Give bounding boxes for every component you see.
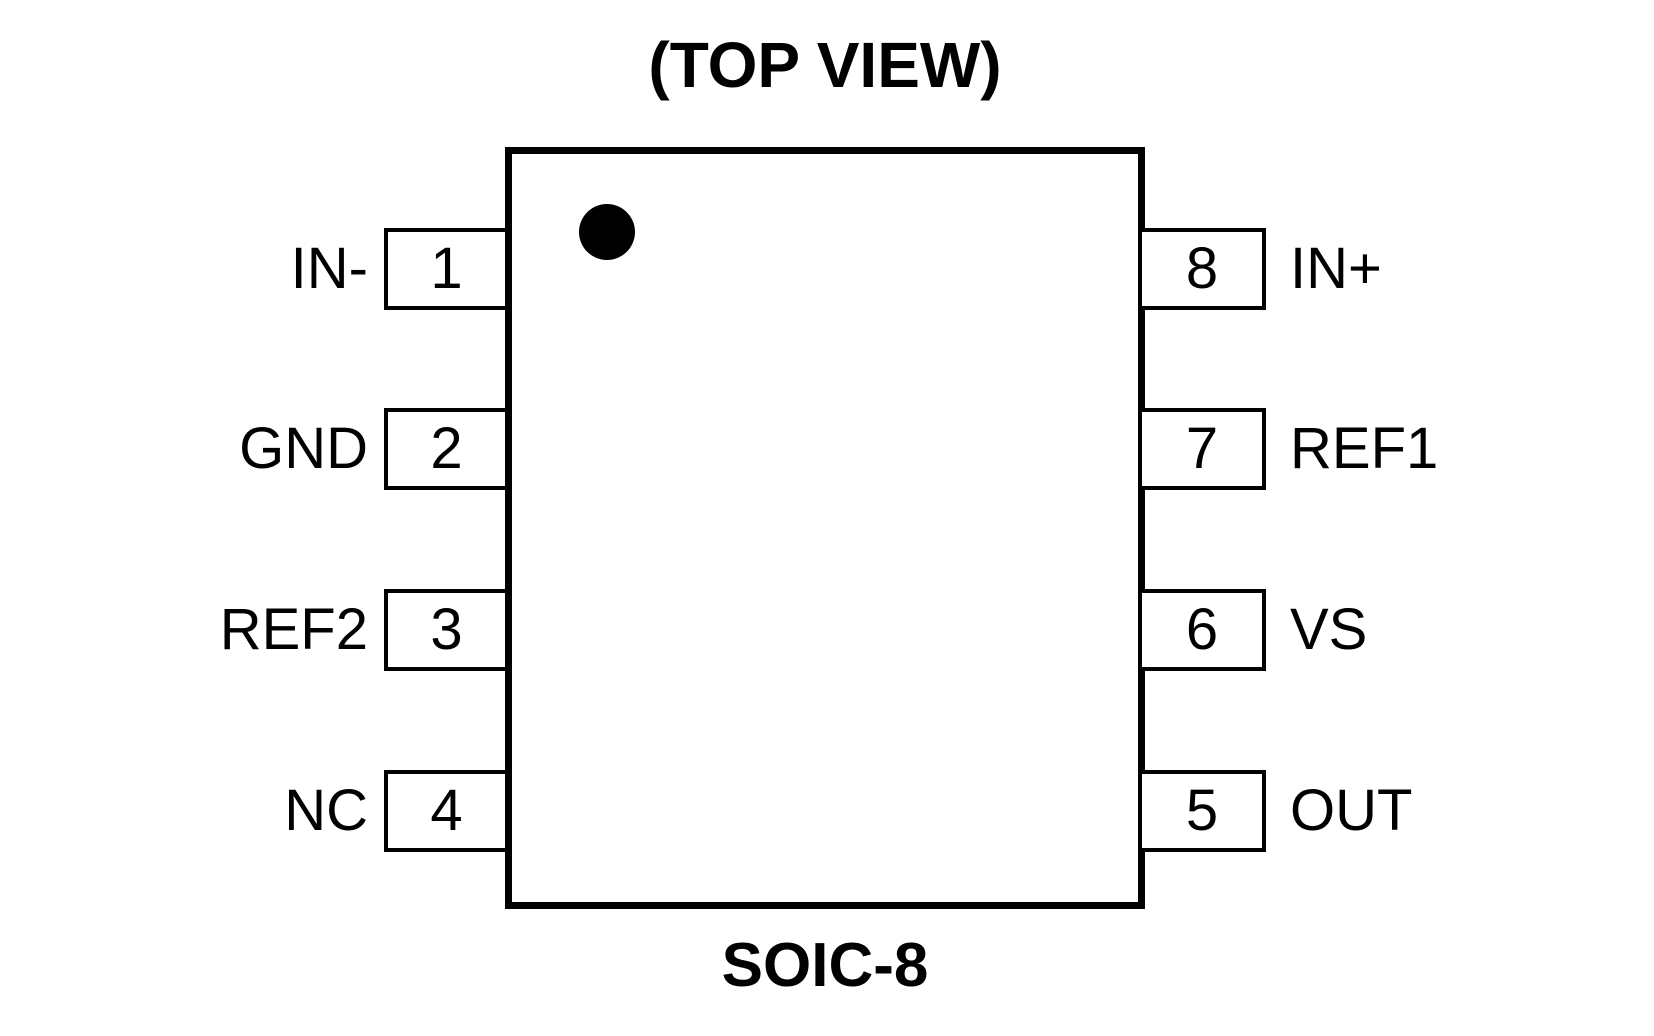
pin-6-number-box: 6 [1138, 589, 1266, 671]
pin-3-label: REF2 [219, 597, 368, 662]
pin-5-number: 5 [1185, 778, 1219, 843]
pin-8-number: 8 [1185, 236, 1219, 301]
pin-2-number: 2 [430, 416, 463, 481]
pin-8-label: IN+ [1290, 236, 1382, 301]
pin-7-number-box: 7 [1138, 408, 1266, 490]
pin-4-number-box: 4 [384, 770, 509, 852]
chip-body [505, 147, 1145, 909]
pin-8-number-box: 8 [1138, 228, 1266, 310]
pin-3-number-box: 3 [384, 589, 509, 671]
pin-2-number-box: 2 [384, 408, 509, 490]
pin-1-number: 1 [430, 236, 463, 301]
pin-6-number: 6 [1185, 597, 1219, 662]
pin-5-label: OUT [1290, 778, 1413, 843]
pin-5-number-box: 5 [1138, 770, 1266, 852]
pin1-indicator-dot-icon [579, 204, 635, 260]
pin-7-label: REF1 [1290, 416, 1439, 481]
pin-3-number: 3 [430, 597, 463, 662]
pin-7-number: 7 [1185, 416, 1219, 481]
pin-6-label: VS [1290, 597, 1368, 662]
pin-1-number-box: 1 [384, 228, 509, 310]
pin-4-number: 4 [430, 778, 463, 843]
pin-4-label: NC [284, 778, 368, 843]
package-name: SOIC-8 [721, 931, 929, 1000]
diagram-title: (TOP VIEW) [648, 29, 1002, 101]
pin-2-label: GND [239, 416, 368, 481]
pin-1-label: IN- [290, 236, 368, 301]
